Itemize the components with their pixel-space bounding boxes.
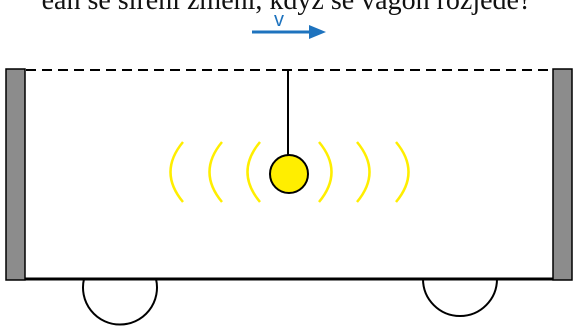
right-wall <box>552 68 573 281</box>
problem-caption: ean se šíření změní, když se vagón rozje… <box>41 0 532 16</box>
sound-waves-right <box>318 141 410 203</box>
sound-waves-left <box>169 141 261 203</box>
wave-right-middle <box>356 141 371 203</box>
wave-left-outer <box>169 141 184 203</box>
wheel-icon-right <box>422 278 498 317</box>
left-wall <box>5 68 26 281</box>
wheel-icon-left <box>82 278 158 326</box>
velocity-arrow: v <box>252 9 326 39</box>
yellow-ball-icon <box>269 154 309 194</box>
right-arrow-icon <box>309 25 326 39</box>
wave-left-inner <box>246 141 261 203</box>
wave-right-inner <box>318 141 333 203</box>
velocity-label: v <box>274 9 284 31</box>
wave-left-middle <box>208 141 223 203</box>
wave-right-outer <box>395 141 410 203</box>
